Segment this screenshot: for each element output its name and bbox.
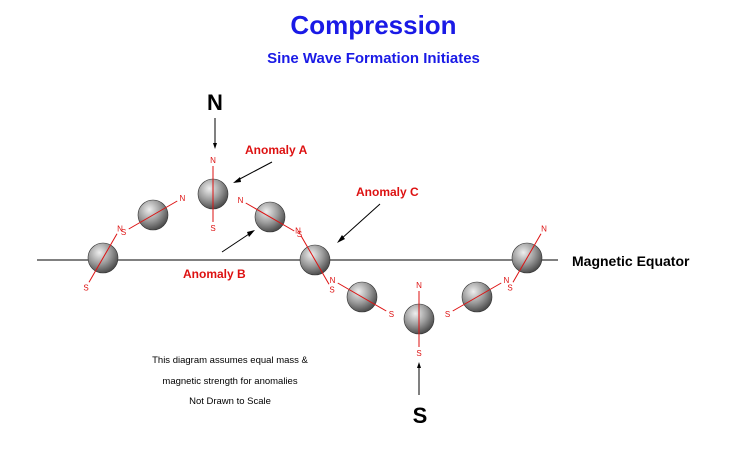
anomaly-c-arrow: [339, 203, 381, 241]
sphere-6: NS: [330, 276, 394, 319]
magnetic-axis: [88, 233, 118, 283]
anomaly-c-arrowhead: [337, 235, 345, 243]
axis-south-label: S: [329, 285, 334, 294]
magnetic-axis: [337, 282, 387, 312]
note-line-2: magnetic strength for anomalies: [162, 376, 298, 387]
note-line-1: This diagram assumes equal mass &: [152, 355, 308, 366]
axis-north-label: N: [541, 225, 547, 234]
axis-south-label: S: [507, 283, 512, 292]
anomaly-b-arrowhead: [247, 230, 255, 237]
axis-north-label: N: [504, 276, 510, 285]
sphere-7: NS: [403, 281, 435, 358]
sphere-1: NS: [83, 225, 123, 293]
axis-north-label: N: [117, 225, 123, 234]
south-pole-label: S: [413, 403, 428, 428]
magnetic-axis: [512, 233, 542, 283]
magnetic-axis: [245, 202, 295, 232]
axis-north-label: N: [416, 281, 422, 290]
north-pole-label: N: [207, 90, 223, 115]
axis-north-label: N: [238, 196, 244, 205]
axis-north-label: N: [330, 276, 336, 285]
north-pole-arrowhead: [213, 143, 217, 149]
anomaly-b-arrow: [221, 231, 253, 253]
sphere-4: NS: [238, 196, 302, 239]
diagram-title: Compression: [290, 10, 457, 40]
anomaly-b-label: Anomaly B: [183, 267, 246, 281]
anomaly-a-arrow: [235, 161, 273, 182]
axis-north-label: N: [180, 194, 186, 203]
magnetic-axis: [452, 282, 502, 312]
axis-north-label: N: [210, 156, 216, 165]
sphere-9: NS: [507, 225, 547, 293]
diagram-subtitle: Sine Wave Formation Initiates: [267, 50, 480, 67]
axis-south-label: S: [297, 230, 302, 239]
sphere-3: NS: [197, 156, 229, 233]
equator-label: Magnetic Equator: [572, 253, 690, 269]
sphere-2: NS: [121, 194, 186, 237]
axis-south-label: S: [83, 283, 88, 292]
anomaly-c-label: Anomaly C: [356, 185, 419, 199]
anomaly-a-arrowhead: [233, 177, 241, 183]
sphere-8: NS: [445, 276, 510, 319]
axis-south-label: S: [445, 310, 450, 319]
axis-north-label: N: [295, 227, 301, 236]
axis-south-label: S: [416, 349, 421, 358]
note-line-3: Not Drawn to Scale: [189, 396, 271, 407]
magnetic-axis: [128, 200, 178, 230]
axis-south-label: S: [210, 224, 215, 233]
axis-south-label: S: [121, 228, 126, 237]
magnetic-axis: [300, 235, 330, 285]
axis-south-label: S: [389, 310, 394, 319]
sphere-5: NS: [295, 227, 335, 295]
anomaly-a-label: Anomaly A: [245, 143, 308, 157]
south-pole-arrowhead: [417, 362, 421, 368]
